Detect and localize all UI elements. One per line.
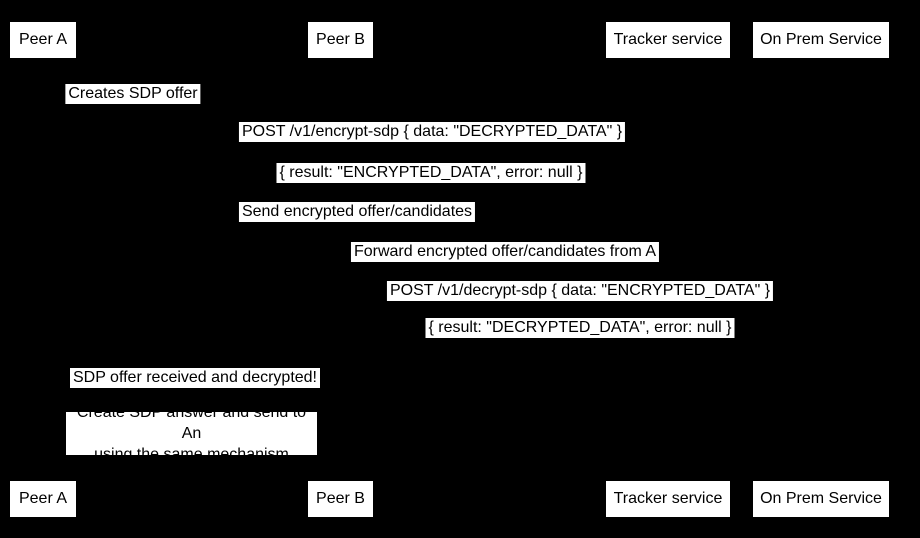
actor-peer-a-bottom: Peer A	[10, 481, 76, 517]
actor-peer-b-bottom: Peer B	[308, 481, 373, 517]
note-line-1: Create SDP answer and send to An	[76, 404, 307, 442]
message-sdp-offer-received: SDP offer received and decrypted!	[70, 368, 320, 388]
lifeline-tracker-service	[668, 58, 669, 481]
note-line-2: using the same mechanism	[94, 446, 289, 463]
message-creates-sdp-offer: Creates SDP offer	[65, 84, 201, 104]
message-forward-encrypted-offer: Forward encrypted offer/candidates from …	[350, 242, 660, 262]
actor-on-prem-service-top: On Prem Service	[753, 22, 889, 58]
actor-peer-a-top: Peer A	[10, 22, 76, 58]
actor-tracker-service-top: Tracker service	[606, 22, 730, 58]
lifeline-on-prem-service	[821, 58, 822, 481]
lifeline-peer-b	[340, 58, 341, 481]
lifeline-peer-a	[43, 58, 44, 481]
actor-on-prem-service-bottom: On Prem Service	[753, 481, 889, 517]
message-post-decrypt-sdp: POST /v1/decrypt-sdp { data: "ENCRYPTED_…	[386, 281, 774, 301]
actor-peer-b-top: Peer B	[308, 22, 373, 58]
note-create-sdp-answer: Create SDP answer and send to An using t…	[66, 404, 317, 463]
message-send-encrypted-offer: Send encrypted offer/candidates	[238, 202, 476, 222]
message-decrypt-result: { result: "DECRYPTED_DATA", error: null …	[425, 318, 735, 338]
message-encrypt-result: { result: "ENCRYPTED_DATA", error: null …	[276, 163, 586, 183]
actor-tracker-service-bottom: Tracker service	[606, 481, 730, 517]
message-post-encrypt-sdp: POST /v1/encrypt-sdp { data: "DECRYPTED_…	[238, 122, 626, 142]
